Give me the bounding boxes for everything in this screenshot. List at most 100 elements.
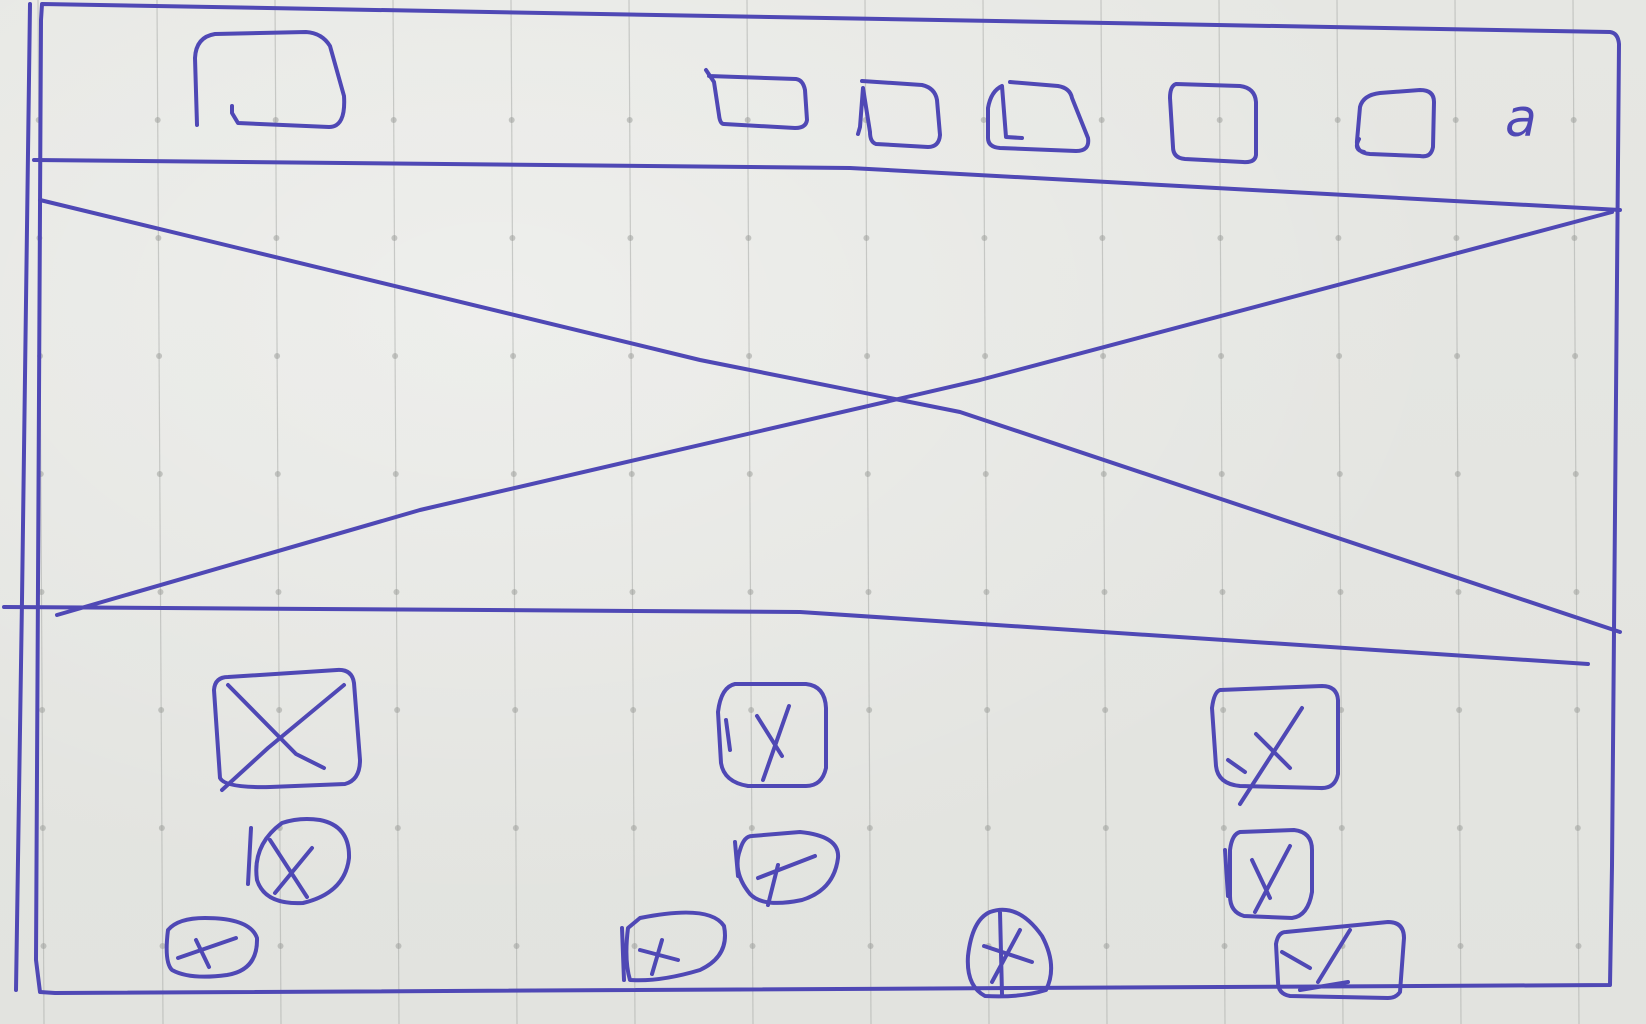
grid-dot bbox=[512, 825, 519, 831]
grid-dot bbox=[746, 471, 753, 477]
grid-dot bbox=[1101, 589, 1108, 595]
grid-dot bbox=[1453, 235, 1460, 241]
grid-dot bbox=[1102, 825, 1109, 831]
feature-icon-1b[interactable] bbox=[164, 916, 260, 979]
grid-dot bbox=[508, 117, 515, 123]
grid-dot bbox=[1336, 471, 1343, 477]
feature-image-3-x-b bbox=[1238, 706, 1304, 806]
grid-line bbox=[510, 0, 518, 1024]
grid-dot bbox=[627, 235, 634, 241]
grid-dot bbox=[865, 589, 872, 595]
grid-dot bbox=[631, 943, 638, 949]
grid-dot bbox=[1338, 825, 1345, 831]
grid-dot bbox=[628, 471, 635, 477]
grid-dot bbox=[1574, 707, 1581, 713]
feature-column-2 bbox=[620, 682, 841, 983]
search-icon[interactable]: a bbox=[1505, 89, 1537, 149]
outer-frame bbox=[34, 2, 1621, 995]
grid-dot bbox=[866, 707, 873, 713]
grid-dot bbox=[982, 471, 989, 477]
grid-line bbox=[156, 0, 164, 1024]
grid-dot bbox=[1570, 117, 1577, 123]
grid-dot bbox=[395, 943, 402, 949]
grid-dot bbox=[390, 117, 397, 123]
grid-line bbox=[1218, 0, 1226, 1024]
grid-dot bbox=[510, 471, 517, 477]
grid-dot bbox=[509, 235, 516, 241]
grid-dot bbox=[1100, 353, 1107, 359]
grid-dot bbox=[157, 589, 164, 595]
grid-dot bbox=[1454, 353, 1461, 359]
grid-dot bbox=[158, 707, 165, 713]
grid-dot bbox=[1218, 353, 1225, 359]
grid-dot bbox=[158, 825, 165, 831]
grid-dot bbox=[863, 235, 870, 241]
grid-dot bbox=[749, 943, 756, 949]
grid-dot bbox=[748, 707, 755, 713]
grid-dot bbox=[1334, 117, 1341, 123]
hero-cross-line-a bbox=[38, 198, 1622, 634]
feature-icon-1a[interactable] bbox=[246, 817, 352, 906]
feature-image-3 bbox=[1210, 684, 1340, 791]
feature-image-2-x-a bbox=[755, 714, 784, 758]
grid-line bbox=[1572, 0, 1580, 1024]
hero-cross-line-b bbox=[55, 210, 1614, 617]
grid-dot bbox=[746, 353, 753, 359]
grid-dot bbox=[984, 825, 991, 831]
grid-dot bbox=[1575, 943, 1582, 949]
feature-icon-3a[interactable] bbox=[1223, 828, 1314, 920]
grid-dot bbox=[394, 825, 401, 831]
nav-item-4[interactable] bbox=[1168, 82, 1258, 165]
grid-dot bbox=[1100, 471, 1107, 477]
grid-dot bbox=[864, 471, 871, 477]
grid-dot bbox=[38, 589, 45, 595]
grid-dot bbox=[273, 235, 280, 241]
grid-dot bbox=[629, 589, 636, 595]
grid-dot bbox=[984, 707, 991, 713]
grid-dot bbox=[1457, 943, 1464, 949]
nav-item-3[interactable] bbox=[986, 80, 1091, 153]
grid-dot bbox=[1220, 825, 1227, 831]
grid-dot bbox=[744, 117, 751, 123]
grid-dot bbox=[626, 117, 633, 123]
feature-icon-4[interactable] bbox=[965, 907, 1054, 999]
nav-items: a bbox=[704, 68, 1537, 165]
nav-item-2[interactable] bbox=[856, 79, 942, 149]
grid-dot bbox=[277, 943, 284, 949]
feature-icon-3b[interactable] bbox=[1274, 920, 1406, 1000]
grid-dot bbox=[628, 353, 635, 359]
grid-dot bbox=[1572, 353, 1579, 359]
grid-dot bbox=[1337, 589, 1344, 595]
grid-dot bbox=[1217, 235, 1224, 241]
grid-dot bbox=[1454, 471, 1461, 477]
grid-dot bbox=[156, 353, 163, 359]
feature-icon-2a[interactable] bbox=[733, 830, 841, 907]
feature-image-1 bbox=[212, 667, 362, 790]
grid-dot bbox=[864, 353, 871, 359]
feature-image-2-x-b bbox=[761, 704, 791, 782]
grid-dot bbox=[1219, 589, 1226, 595]
grid-dot bbox=[981, 235, 988, 241]
grid-dot bbox=[39, 825, 46, 831]
grid-dot bbox=[510, 353, 517, 359]
grid-dot bbox=[39, 707, 46, 713]
nav-item-5[interactable] bbox=[1354, 88, 1436, 159]
grid-dot bbox=[1335, 235, 1342, 241]
grid-dot bbox=[1456, 707, 1463, 713]
nav-item-1[interactable] bbox=[704, 68, 809, 130]
grid-dot bbox=[630, 707, 637, 713]
grid-dot bbox=[1220, 707, 1227, 713]
grid-line bbox=[1454, 0, 1462, 1024]
grid-dot bbox=[980, 117, 987, 123]
grid-line bbox=[1100, 0, 1108, 1024]
grid-dot bbox=[982, 353, 989, 359]
header-divider bbox=[32, 158, 1622, 212]
grid-dot bbox=[1221, 943, 1228, 949]
logo-placeholder bbox=[193, 30, 347, 129]
grid-dot bbox=[159, 943, 166, 949]
feature-icon-2b[interactable] bbox=[620, 910, 727, 983]
grid-dot bbox=[867, 943, 874, 949]
grid-dot bbox=[747, 589, 754, 595]
grid-dot bbox=[512, 707, 519, 713]
